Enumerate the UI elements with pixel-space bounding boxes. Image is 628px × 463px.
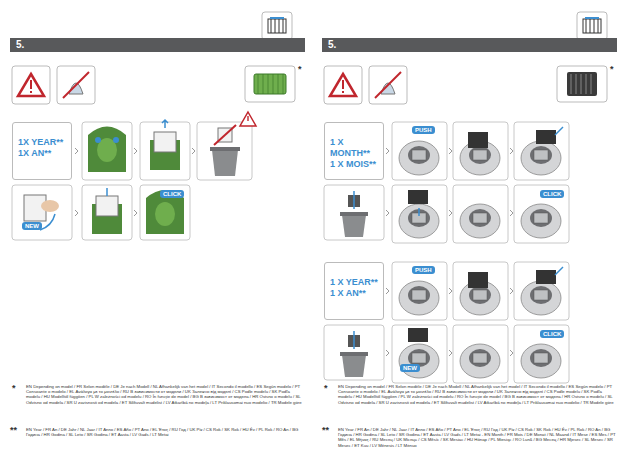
node-text: 1 X YEAR** [330, 277, 379, 288]
node-text: 5. [328, 39, 336, 50]
footnote-marker: * [324, 383, 328, 393]
node-text: 1 X AN** [330, 288, 379, 299]
step-tag: PUSH [412, 126, 435, 134]
step-tag: CLICK [540, 330, 564, 338]
node-text: 1X AN** [18, 148, 67, 159]
node-text: 1 X MOIS** [330, 159, 379, 170]
step-tag: NEW [400, 364, 420, 372]
step-tag: CLICK [540, 190, 564, 198]
frequency-box: 1 X YEAR**1 X AN** [324, 262, 384, 320]
frequency-box: 1X YEAR**1X AN** [12, 122, 72, 180]
footnote-marker: * [12, 383, 16, 393]
footnote-text: EN Year / FR An / DE Jahr / NL Jaar / IT… [26, 427, 304, 437]
footnote-text: EN Depending on model / FR Selon modèle … [338, 384, 616, 405]
step-tag: PUSH [412, 266, 435, 274]
footnote-marker: ** [10, 425, 17, 435]
node-text: 5. [16, 39, 24, 50]
node-text: 1 X MONTH** [330, 137, 379, 159]
section-band: 5. [10, 38, 305, 52]
frequency-box: 1 X MONTH**1 X MOIS** [324, 122, 384, 180]
footnote-marker: * [298, 64, 302, 74]
footnote-marker: * [610, 64, 614, 74]
node-text: 1X YEAR** [18, 137, 67, 148]
footnote-text: EN Depending on model / FR Selon modèle … [26, 384, 304, 405]
step-tag: NEW [22, 222, 42, 230]
footnote-text: EN Year / FR An / DE Jahr / NL Jaar / IT… [338, 427, 616, 448]
step-tag: CLICK [160, 190, 184, 198]
section-band: 5. [322, 38, 617, 52]
footnote-marker: ** [322, 425, 329, 435]
